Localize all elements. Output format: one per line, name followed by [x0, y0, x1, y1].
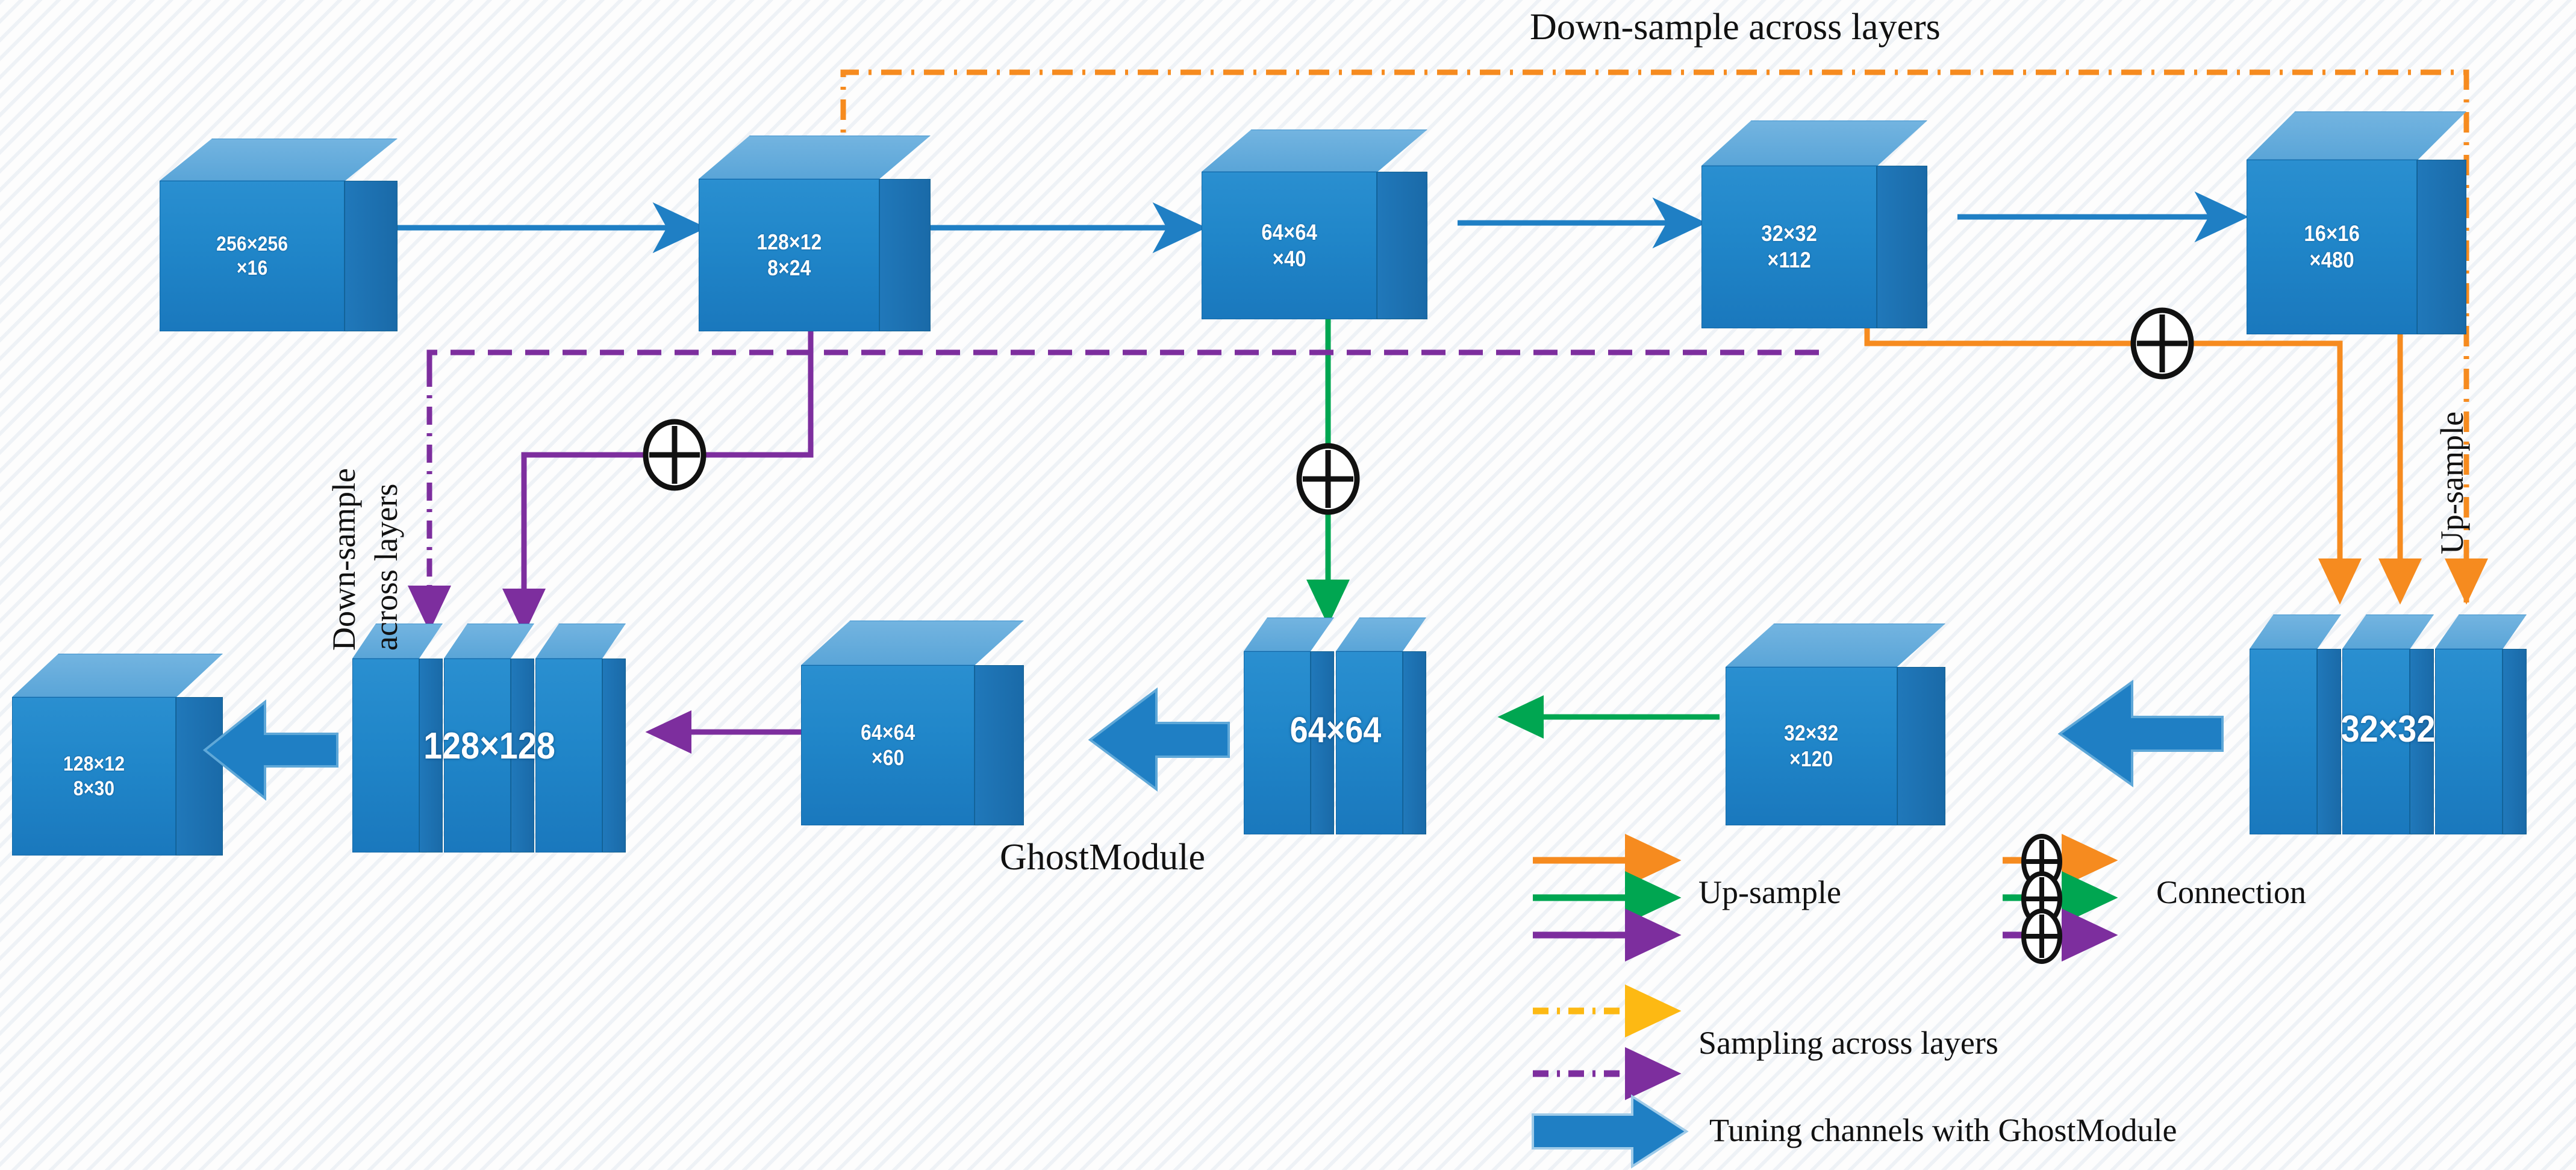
cube-side-face [176, 697, 223, 856]
cube-side-face [975, 665, 1024, 825]
cube-side-face [2417, 160, 2466, 334]
slab-front-face [1244, 651, 1311, 834]
encoder-block-5[interactable]: 16×16 ×480 [2247, 111, 2466, 334]
cube-side-face [1877, 166, 1927, 328]
decoder-group-128-label: 128×128 [423, 725, 555, 767]
cube-front-face: 32×32 ×120 [1726, 667, 1897, 825]
cube-side-face [345, 181, 398, 331]
ghostmodule-arrow[interactable] [2057, 680, 2224, 787]
decoder-block-32-label: 32×32 ×120 [1784, 721, 1839, 771]
sampling-across-layers-purple-dashed [426, 349, 1819, 374]
ghostmodule-arrow[interactable] [1088, 687, 1230, 792]
decoder-output-block[interactable]: 128×12 8×30 [12, 654, 223, 856]
encoder-flow-arrows [398, 191, 2249, 254]
legend-ghostmodule-block-arrow [1532, 1094, 1689, 1169]
slab-side-face [2410, 649, 2434, 834]
slab-side-face [2317, 649, 2341, 834]
slab-front-face [1336, 651, 1403, 834]
encoder-block-3[interactable]: 64×64 ×40 [1202, 130, 1427, 319]
slab-side-face [511, 659, 534, 852]
cube-side-face [1897, 667, 1945, 825]
slab-side-face [1311, 651, 1334, 834]
slab-front-face [2435, 649, 2503, 834]
decoder-group-32-label: 32×32 [2341, 709, 2436, 750]
cube-front-face: 64×64 ×40 [1202, 172, 1377, 319]
slab [535, 624, 626, 852]
slab-side-face [419, 659, 443, 852]
slab [2435, 615, 2527, 834]
slab-front-face [352, 659, 419, 852]
cube-front-face: 128×12 8×24 [699, 179, 879, 331]
connection-node-green-middle [1296, 443, 1360, 515]
cube-front-face: 32×32 ×112 [1701, 166, 1877, 328]
cube-front-face: 64×64 ×60 [801, 665, 975, 825]
encoder-block-2[interactable]: 128×12 8×24 [699, 136, 931, 331]
encoder-block-5-label: 16×16 ×480 [2304, 221, 2360, 272]
decoder-block-64[interactable]: 64×64 ×60 [801, 621, 1024, 825]
encoder-block-1[interactable]: 256×256 ×16 [160, 139, 398, 331]
decoder-group-64-label: 64×64 [1290, 710, 1382, 750]
slab-side-face [2503, 649, 2527, 834]
decoder-group-128[interactable]: 128×128 [352, 624, 626, 852]
slab [352, 624, 443, 852]
decoder-output-label: 128×12 8×30 [63, 752, 125, 800]
cube-side-face [1377, 172, 1427, 319]
slab-side-face [1403, 651, 1426, 834]
legend-label-connection: Connection [2156, 874, 2306, 910]
slab-front-face [535, 659, 602, 852]
ghostmodule-block-arrows [202, 680, 2224, 801]
slab [1336, 618, 1426, 834]
slab-front-face [2342, 649, 2410, 834]
legend-label-up-sample: Up-sample [1698, 874, 1841, 910]
up-sample-orange-paths [1864, 325, 2422, 605]
cube-front-face: 128×12 8×30 [12, 697, 176, 856]
cube-front-face: 256×256 ×16 [160, 181, 345, 331]
slab-side-face [602, 659, 626, 852]
slab [444, 624, 534, 852]
encoder-block-4-label: 32×32 ×112 [1761, 221, 1817, 272]
slab [2250, 615, 2341, 834]
slab [2342, 615, 2434, 834]
encoder-block-1-label: 256×256 ×16 [216, 232, 288, 280]
label-ghostmodule: GhostModule [1000, 837, 1205, 878]
encoder-block-4[interactable]: 32×32 ×112 [1701, 120, 1927, 328]
legend-label-sampling-across-layers: Sampling across layers [1698, 1025, 1998, 1061]
decoder-block-64-label: 64×64 ×60 [860, 719, 915, 770]
connection-node-orange-right [2130, 307, 2194, 380]
cube-front-face: 16×16 ×480 [2247, 160, 2417, 334]
down-sample-across-layers-path [840, 69, 2469, 602]
legend-plus-icon [2021, 909, 2062, 964]
encoder-block-2-label: 128×12 8×24 [756, 230, 822, 280]
connection-node-purple-left [643, 419, 706, 491]
decoder-block-32[interactable]: 32×32 ×120 [1726, 624, 1945, 825]
slab-front-face [444, 659, 511, 852]
cube-side-face [879, 179, 931, 331]
legend-label-tuning-channels: Tuning channels with GhostModule [1709, 1112, 2177, 1148]
slab-front-face [2250, 649, 2317, 834]
ghostmodule-arrow[interactable] [202, 699, 338, 801]
title-down-sample-across-layers: Down-sample across layers [1530, 7, 1941, 48]
decoder-group-32[interactable]: 32×32 [2250, 615, 2527, 834]
encoder-block-3-label: 64×64 ×40 [1261, 219, 1317, 271]
